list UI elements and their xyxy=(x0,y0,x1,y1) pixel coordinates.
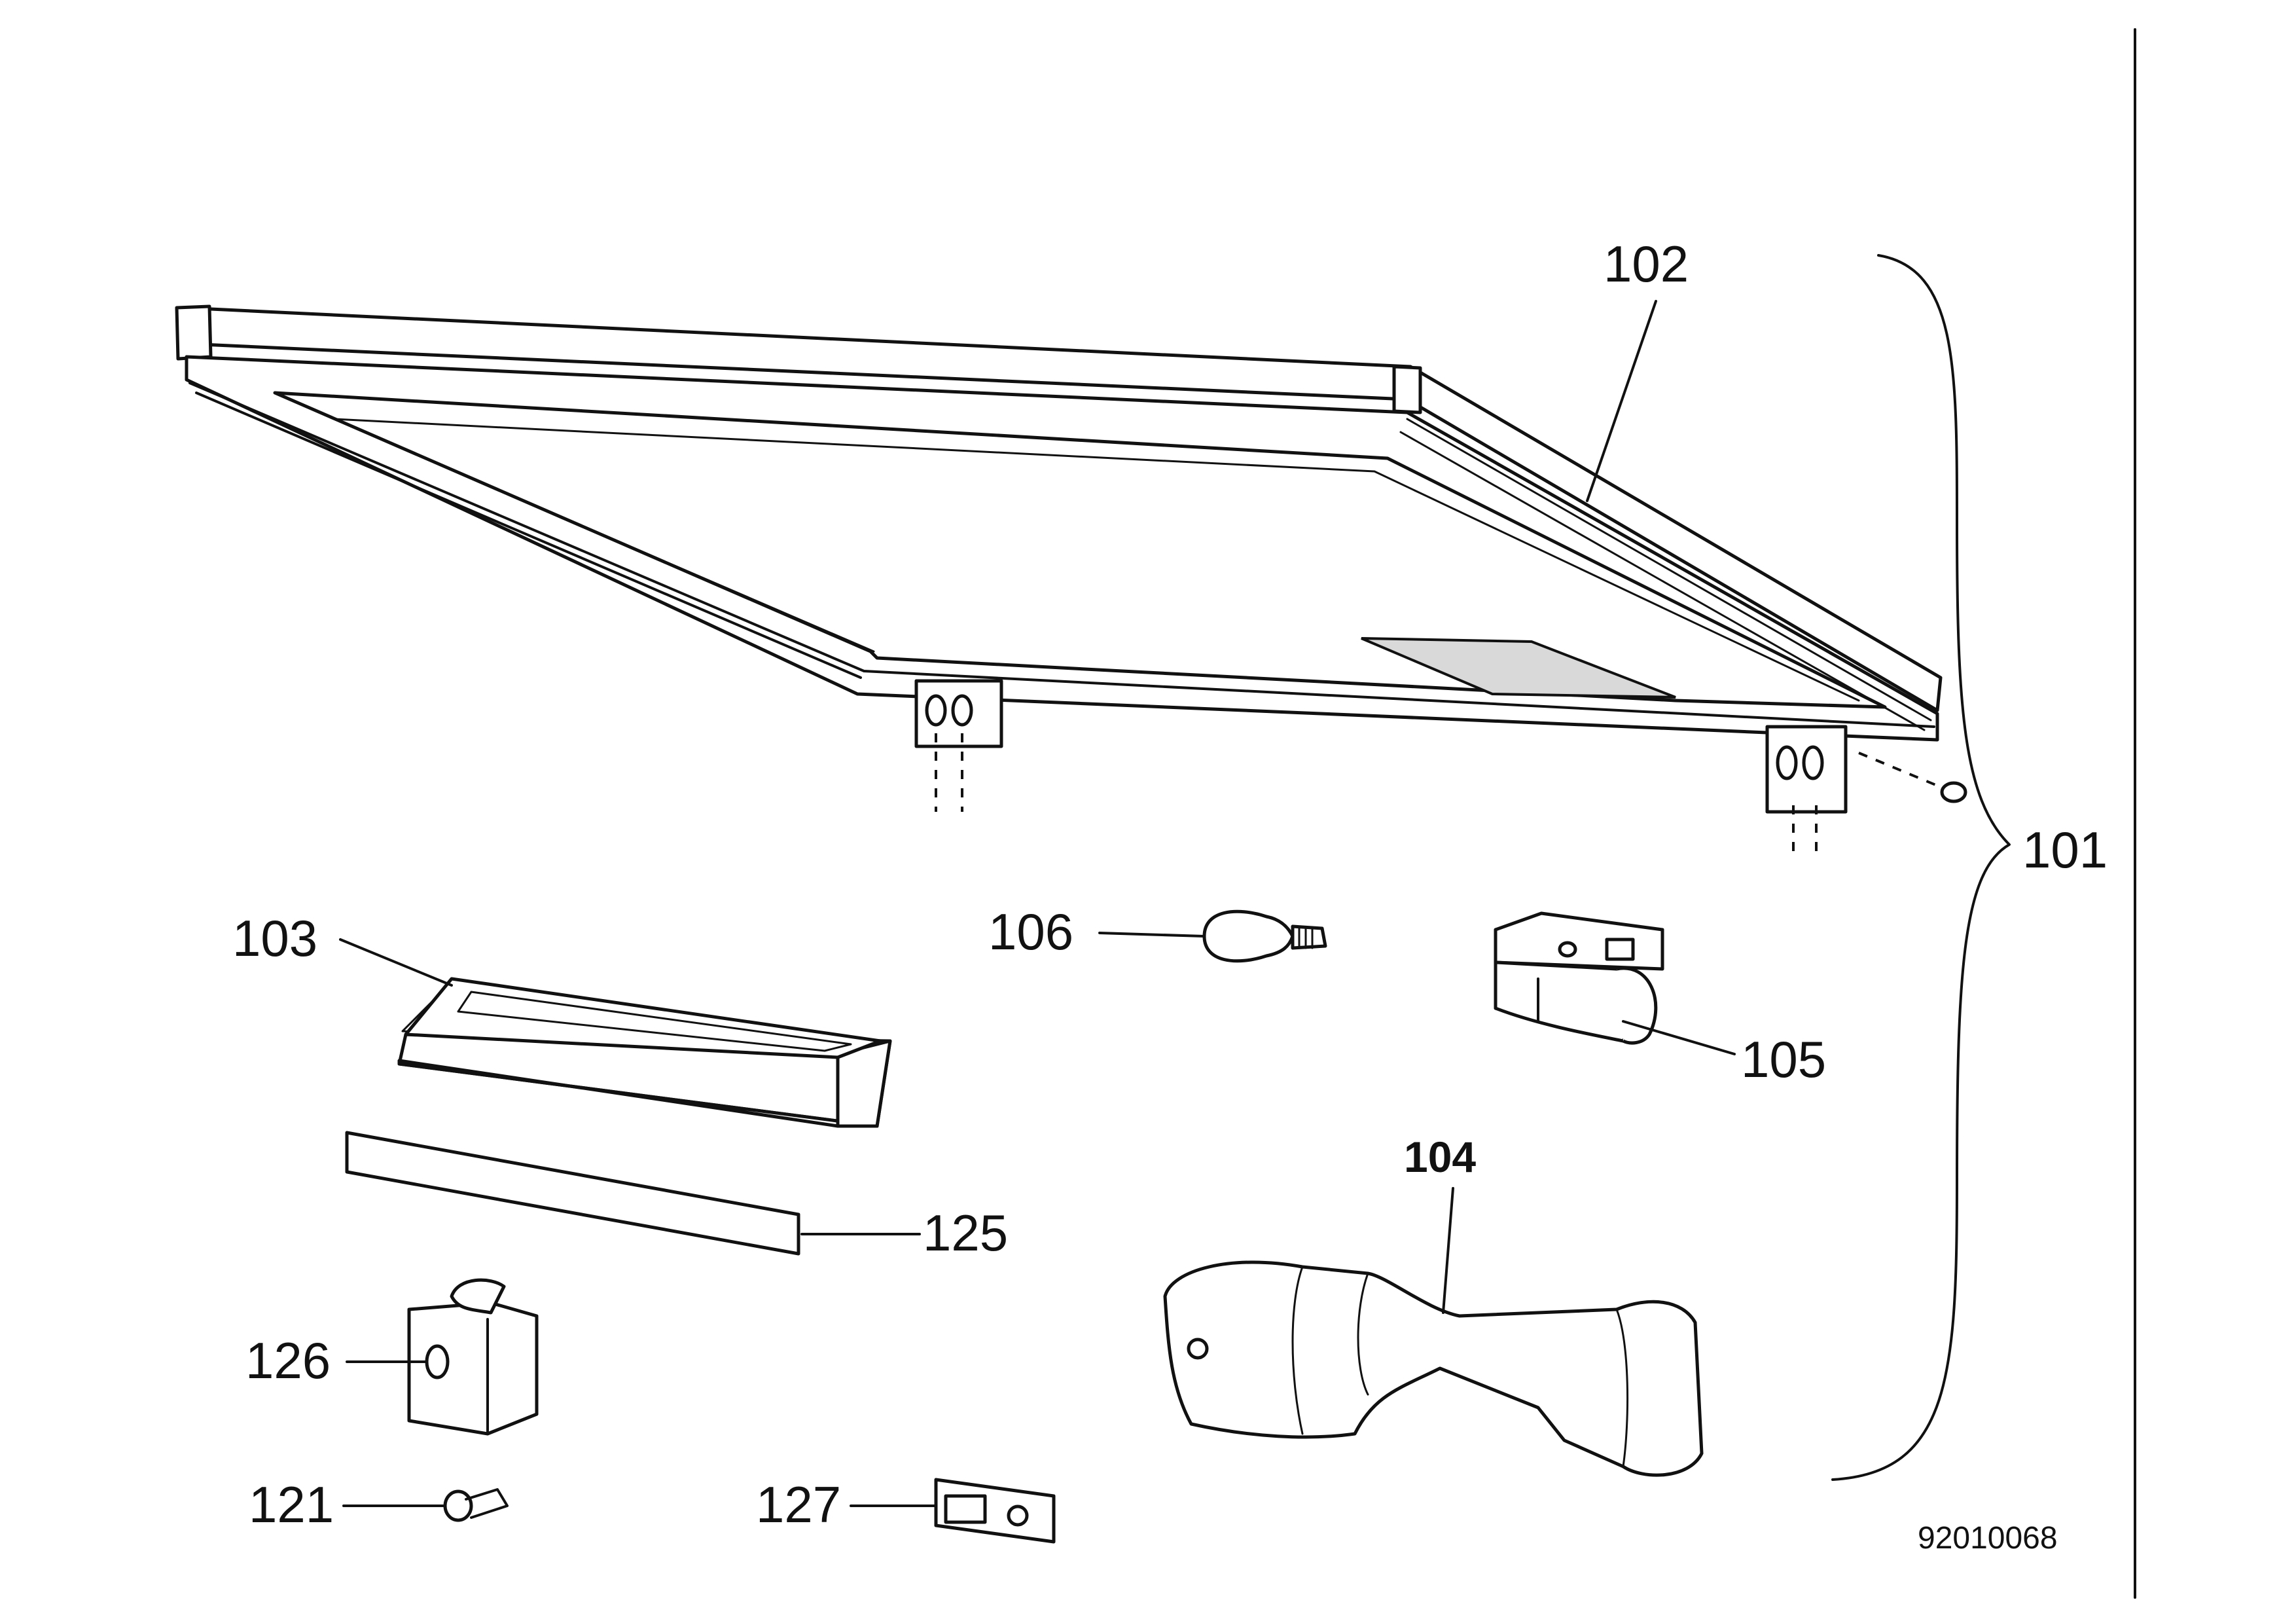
label-121: 121 xyxy=(249,1476,334,1533)
lamp-holder-part-105 xyxy=(1494,911,1736,1055)
handle-part-104 xyxy=(1163,1187,1704,1477)
assembly-brace xyxy=(1831,254,2011,1481)
label-125: 125 xyxy=(923,1204,1008,1262)
label-126: 126 xyxy=(245,1332,331,1389)
document-number: 92010068 xyxy=(1918,1521,2058,1556)
switch-block-part-126 xyxy=(346,1278,539,1436)
label-127: 127 xyxy=(756,1476,841,1533)
label-102: 102 xyxy=(1604,235,1689,293)
label-106: 106 xyxy=(988,903,1073,960)
frame-part-102 xyxy=(175,300,1967,858)
light-cover-part-103 xyxy=(339,938,892,1128)
label-101: 101 xyxy=(2022,821,2108,879)
hinge-right xyxy=(1765,725,1967,858)
label-103: 103 xyxy=(232,909,317,967)
catch-part-127 xyxy=(850,1478,1056,1544)
strip-part-125 xyxy=(345,1131,921,1256)
bulb-part-106 xyxy=(1098,909,1327,963)
label-105: 105 xyxy=(1741,1030,1826,1088)
label-104: 104 xyxy=(1404,1133,1476,1181)
hinge-left xyxy=(914,679,1003,812)
clip-part-121 xyxy=(342,1488,509,1522)
